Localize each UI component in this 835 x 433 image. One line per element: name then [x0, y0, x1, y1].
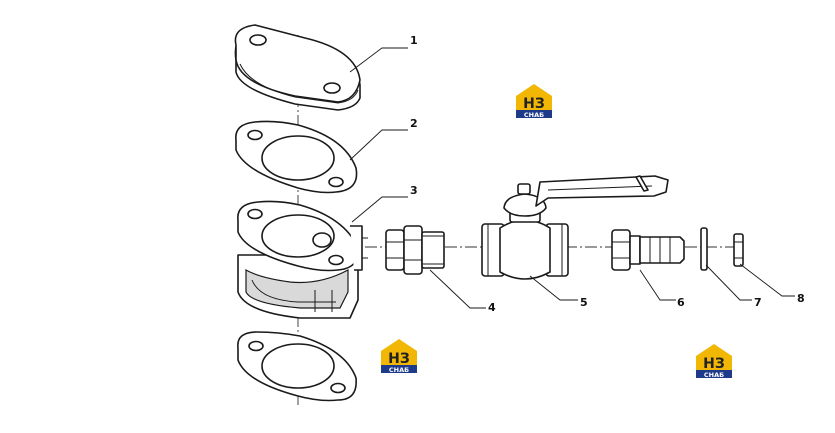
- svg-text:НЗ: НЗ: [703, 356, 725, 372]
- callout-8: 8: [797, 292, 805, 305]
- callout-5: 5: [580, 296, 588, 309]
- callout-4: 4: [488, 301, 496, 314]
- watermark-logo: НЗ СНАБ: [696, 344, 732, 379]
- watermark-logo: НЗ СНАБ: [381, 339, 417, 374]
- logo-house-icon: [516, 84, 552, 110]
- part-3-adapter-flange: [237, 200, 368, 319]
- svg-text:СНАБ: СНАБ: [389, 366, 409, 374]
- callout-7: 7: [754, 296, 762, 309]
- watermark-logo: НЗ СНАБ: [516, 84, 552, 119]
- callout-2: 2: [410, 117, 418, 130]
- callout-6: 6: [677, 296, 685, 309]
- svg-text:СНАБ: СНАБ: [704, 371, 724, 379]
- part-5-ball-valve: [481, 175, 669, 280]
- part-2-gasket: [235, 120, 358, 194]
- part-8-cap: [733, 233, 744, 267]
- callout-3: 3: [410, 184, 418, 197]
- svg-text:НЗ: НЗ: [388, 351, 410, 367]
- part-6-hose-barb: [611, 229, 685, 271]
- logo-house-icon: [696, 344, 732, 370]
- callout-1: 1: [410, 34, 418, 47]
- svg-text:СНАБ: СНАБ: [524, 111, 544, 119]
- part-4-hex-nipple: [385, 225, 445, 275]
- logo-house-icon: [381, 339, 417, 365]
- svg-text:НЗ: НЗ: [523, 96, 545, 112]
- leader-lines: [349, 47, 795, 309]
- part-lower-gasket: [237, 331, 357, 402]
- part-7-washer: [700, 227, 708, 271]
- part-1-blank-flange: [234, 24, 361, 111]
